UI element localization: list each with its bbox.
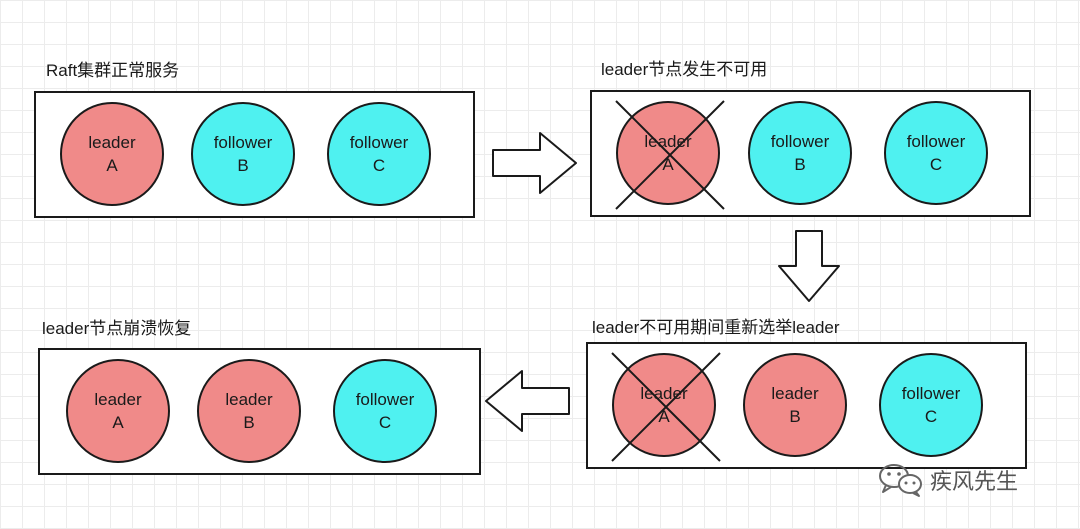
node-role-label: follower — [349, 133, 409, 152]
node-id-label: A — [662, 155, 674, 174]
node-id-label: A — [112, 413, 124, 432]
panel-leader-recovered: leader A leader B follower C — [38, 348, 481, 475]
node-id-label: B — [794, 155, 806, 174]
node-id-label: A — [658, 407, 670, 426]
node-id-label: B — [243, 413, 255, 432]
caption-panel-2: leader节点发生不可用 — [601, 60, 768, 79]
node-id-label: C — [929, 155, 943, 174]
panel-leader-unavailable: leader A follower B follower C — [590, 90, 1031, 217]
node-role-label: follower — [213, 133, 273, 152]
node-role-label: leader — [771, 384, 819, 403]
node-a: leader A — [611, 352, 721, 462]
watermark: 疾风先生 — [878, 462, 1018, 498]
caption-panel-4: leader节点崩溃恢复 — [42, 319, 192, 338]
node-role-label: follower — [355, 390, 415, 409]
arrow-left-icon — [485, 370, 570, 432]
node-id-label: A — [106, 156, 118, 175]
node-role-label: leader — [94, 390, 142, 409]
arrow-down-icon — [778, 230, 840, 302]
node-id-label: C — [924, 407, 938, 426]
node-a: leader A — [66, 359, 170, 463]
node-b: leader B — [743, 353, 847, 457]
node-a: leader A — [615, 100, 725, 210]
node-id-label: B — [789, 407, 801, 426]
node-role-label: leader — [225, 390, 273, 409]
wechat-icon — [879, 464, 922, 497]
node-role-label: leader — [644, 132, 692, 151]
node-id-label: B — [237, 156, 249, 175]
node-role-label: follower — [901, 384, 961, 403]
node-role-label: follower — [906, 132, 966, 151]
node-c: follower C — [879, 353, 983, 457]
panel-re-election: leader A leader B follower C — [586, 342, 1027, 469]
node-id-label: C — [378, 413, 392, 432]
watermark-text: 疾风先生 — [930, 469, 1019, 494]
node-b: leader B — [197, 359, 301, 463]
caption-panel-1: Raft集群正常服务 — [46, 61, 180, 80]
caption-panel-3: leader不可用期间重新选举leader — [592, 318, 840, 337]
node-id-label: C — [372, 156, 386, 175]
node-a: leader A — [60, 102, 164, 206]
arrow-right-icon — [492, 132, 577, 194]
panel-normal-service: leader A follower B follower C — [34, 91, 475, 218]
node-role-label: leader — [640, 384, 688, 403]
node-b: follower B — [191, 102, 295, 206]
node-role-label: leader — [88, 133, 136, 152]
node-b: follower B — [748, 101, 852, 205]
node-c: follower C — [884, 101, 988, 205]
node-role-label: follower — [770, 132, 830, 151]
node-c: follower C — [333, 359, 437, 463]
node-c: follower C — [327, 102, 431, 206]
